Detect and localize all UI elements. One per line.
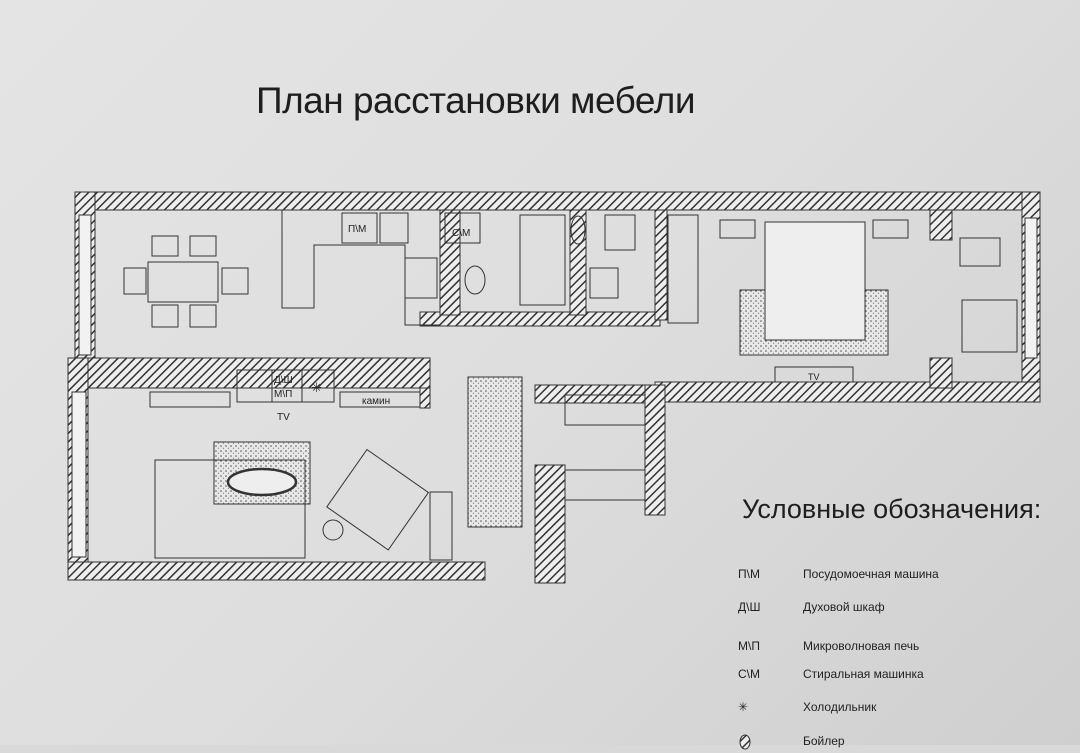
window-balcony: [1024, 217, 1038, 359]
window-living: [71, 391, 87, 558]
stove: [404, 257, 438, 299]
balcony-armchair: [961, 299, 1018, 353]
wall-living-right: [419, 387, 431, 409]
label-washer: С\М: [452, 228, 470, 239]
wardrobe: [564, 469, 646, 501]
label-microwave: М\П: [274, 389, 292, 400]
label-oven: Д\Ш: [274, 375, 293, 386]
chair: [151, 304, 179, 328]
chair: [189, 304, 217, 328]
wall-balcony-bottom: [929, 357, 953, 389]
sofa: [154, 459, 306, 559]
bathtub: [519, 214, 566, 306]
wall-kitchen-living: [69, 357, 431, 389]
bed: [764, 221, 866, 341]
wall-bottom-living: [67, 561, 486, 581]
bedroom-wardrobe: [667, 214, 699, 324]
legend-title: Условные обозначения:: [742, 494, 1042, 524]
kitchen-counter: [281, 210, 440, 326]
wall-bedroom-bottom: [654, 381, 1041, 403]
side-table: [322, 519, 344, 541]
bedroom-tv: [774, 366, 854, 383]
chair: [151, 235, 179, 257]
fireplace: [339, 391, 421, 408]
wall-storage-right: [644, 384, 666, 516]
window-kitchen: [78, 214, 92, 356]
bookshelf: [429, 491, 453, 561]
chair: [221, 267, 249, 295]
label-dishwasher: П\М: [348, 224, 366, 235]
wardrobe: [564, 394, 646, 426]
dishwasher: [341, 212, 378, 244]
dining-table: [147, 261, 219, 303]
label-tv-bedroom: TV: [808, 372, 820, 382]
boiler-icon: [738, 734, 788, 753]
toilet: [604, 214, 636, 251]
hall-carpet: [467, 376, 523, 528]
boiler-icon: [570, 215, 586, 245]
sink-2: [589, 267, 619, 299]
label-tv-living: TV: [277, 412, 290, 423]
wall-bedroom-left: [654, 209, 668, 321]
label-fridge: ✳: [311, 380, 322, 395]
coffee-table: [226, 467, 298, 497]
armchair: [326, 448, 430, 551]
page-title: План расстановки мебели: [256, 80, 696, 121]
chair: [189, 235, 217, 257]
sink: [379, 212, 409, 244]
wall-top: [74, 191, 1041, 211]
fridge-box: [301, 369, 335, 403]
balcony-chair: [959, 237, 1001, 267]
wall-storage-low: [534, 464, 566, 584]
label-fireplace: камин: [362, 396, 390, 407]
washbasin: [464, 265, 486, 295]
wall-balcony: [929, 209, 953, 241]
nightstand: [872, 219, 909, 239]
wall-bath-div: [439, 209, 461, 316]
nightstand: [719, 219, 756, 239]
chair: [123, 267, 147, 295]
tv-stand: [149, 391, 231, 408]
washer: [444, 212, 481, 244]
